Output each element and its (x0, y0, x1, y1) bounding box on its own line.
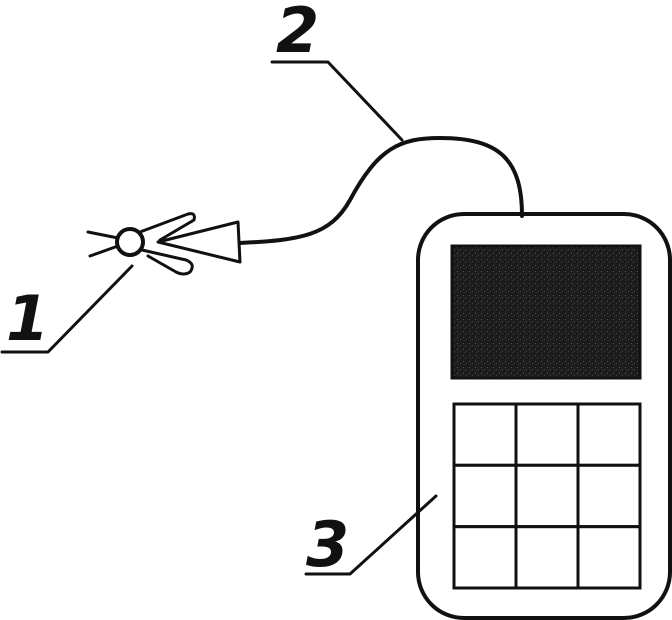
callout-label-1: 1 (6, 282, 49, 355)
leader-line-2 (270, 60, 404, 142)
keypad-key-r1-c3 (576, 402, 642, 467)
clip-lower-jaw (140, 248, 194, 276)
device-body (416, 212, 672, 620)
device-screen (450, 244, 642, 380)
ear-clip-sensor (86, 212, 242, 276)
callout-label-3: 3 (306, 508, 349, 581)
clip-lever-lower (88, 244, 120, 258)
keypad-key-r1-c2 (514, 402, 580, 467)
clip-upper-jaw (138, 212, 196, 242)
keypad-key-r3-c3 (576, 525, 642, 590)
keypad-key-r1-c1 (452, 402, 518, 467)
keypad-key-r2-c1 (452, 463, 518, 529)
handheld-device (416, 212, 672, 620)
keypad-key-r2-c2 (514, 463, 580, 529)
device-keypad (452, 402, 642, 590)
clip-lever-upper (86, 230, 120, 240)
keypad-key-r2-c3 (576, 463, 642, 529)
sensor-cable (238, 136, 524, 245)
clip-pivot (115, 227, 145, 257)
keypad-key-r3-c2 (514, 525, 580, 590)
leader-line-3 (304, 494, 438, 576)
callout-label-2: 2 (276, 0, 319, 67)
leader-line-1 (0, 264, 134, 354)
keypad-key-r3-c1 (452, 525, 518, 590)
